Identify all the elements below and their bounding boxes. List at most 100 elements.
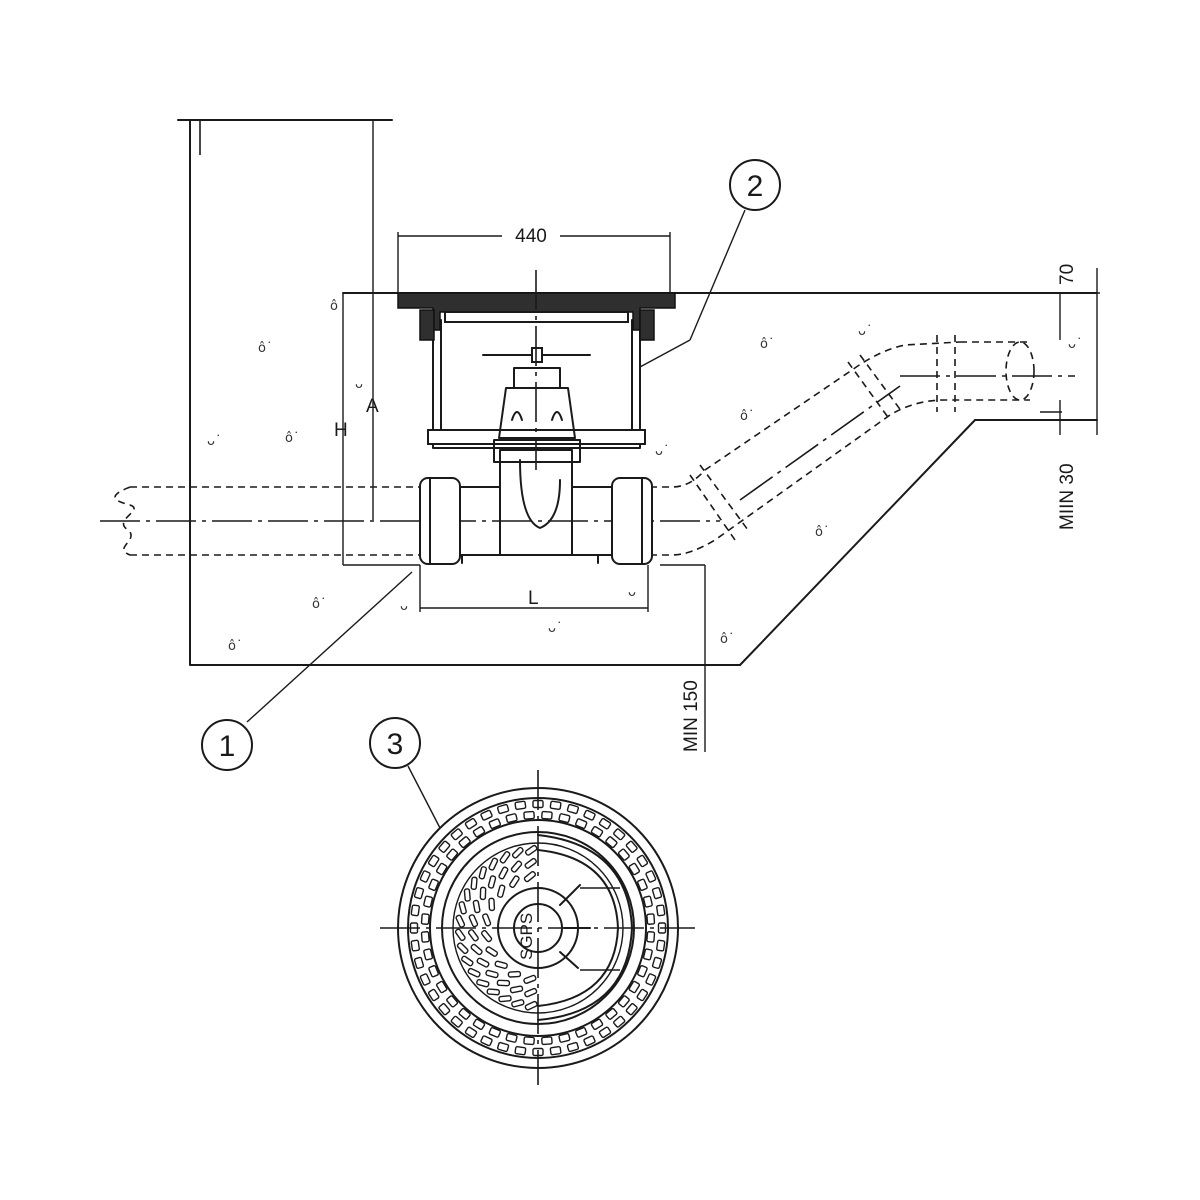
cover-outer-pattern [409,799,667,1057]
cover-slot [463,888,471,902]
cover-slot [486,988,501,996]
cover-grip-cell [419,870,431,883]
branch-pipe [650,335,1075,556]
svg-text:ô˙: ô˙ [285,431,299,446]
cover-slot [470,943,483,956]
cover-grip-cell [428,965,439,978]
cover-grip-cell [590,1018,604,1031]
cover-slot [467,929,479,942]
dim-l: L [419,565,649,612]
svg-text:ᴗ˙: ᴗ˙ [1068,337,1082,352]
svg-text:ô˙: ô˙ [760,337,774,352]
cover-grip-cell [488,818,501,829]
cover-grip-cell [636,854,649,868]
svg-text:ô˙: ô˙ [740,409,754,424]
cover-grip-cell [541,810,553,820]
cover-grip-cell [605,836,618,849]
cover-grip-cell [505,813,518,824]
cover-grip-cell [472,825,486,838]
cover-grip-cell [583,1035,596,1047]
dim-min-150-label: MIN 150 [681,680,702,752]
cover-grip-cell [642,948,653,961]
cover-grip-cell [496,803,510,815]
cover-grip-cell [646,913,656,925]
cover-grip-cell [438,1003,451,1016]
cover-grip-cell [420,931,430,943]
cover-slot [507,970,522,978]
svg-text:ô˙: ô˙ [720,632,734,647]
svg-text:ô˙: ô˙ [815,525,829,540]
cover-grip-cell [575,818,588,829]
cover-slot [476,978,490,988]
cover-slot [487,875,497,889]
dim-miin-30-label: MIIN 30 [1057,463,1078,530]
cover-grip-cell [549,800,562,810]
callout-2-label: 2 [747,170,764,203]
cover-grip-cell [496,1041,510,1053]
cover-grip-cell [598,817,612,830]
cover-grip-cell [480,1035,493,1047]
cover-grip-cell [549,1046,562,1056]
cover-grip-cell [464,1026,478,1039]
cover-grip-cell [472,1018,486,1031]
cover-grip-cell [410,939,420,952]
callout-3-label: 3 [387,728,404,761]
cover-marking: SGPS [517,913,536,960]
cover-grip-cell [645,870,657,883]
cover-grip-cell [435,862,448,876]
cover-slot [478,866,488,880]
cover-slot [499,851,511,864]
cover-grip-cell [438,840,451,853]
cover-grip-cell [523,810,535,820]
cover-slot [498,995,512,1003]
cover-grip-cell [420,913,430,925]
cover-slot [524,987,538,998]
cover-grip-cell [625,840,638,853]
dim-min-150: MIN 150 [660,564,706,752]
cover-slot [496,884,506,898]
cover-grip-cell [636,988,649,1002]
cover-slot [455,914,466,928]
cover-slot [458,901,467,915]
cover-grip-cell [428,878,439,891]
cover-slot [456,942,469,955]
cover-grip-cell [450,828,463,841]
cover-grip-cell [514,1046,527,1056]
cover-grip-cell [617,995,630,1008]
cover-grip-cell [637,965,648,978]
cover-slot [480,929,493,943]
cover-grip-cell [541,1036,553,1046]
cover-grip-cell [605,1007,618,1020]
cover-grip-cell [558,813,571,824]
svg-text:ô: ô [330,299,338,314]
cover-grip-cell [480,809,493,821]
cover-grip-cell [651,886,663,900]
cover-slot [472,899,481,914]
dim-l-label: L [528,588,539,609]
svg-text:ᴗ˙: ᴗ˙ [858,324,872,339]
dim-70-label: 70 [1057,264,1078,285]
valve-box [397,270,676,470]
cover-grip-cell [646,931,656,943]
cover-grip-cell [410,904,420,917]
cover-grip-cell [523,1036,535,1046]
cover-grip-cell [613,1015,626,1028]
dim-440-label: 440 [515,226,547,247]
cover-grip-cell [566,803,580,815]
cover-inner-pattern [454,844,538,1011]
cover-slot [476,957,490,968]
cover-grip-cell [583,809,596,821]
cover-slot [485,946,499,957]
cover-grip-cell [651,956,663,970]
cover-slot [510,860,523,873]
cover-grip-cell [413,886,425,900]
cover-grip-cell [446,995,459,1008]
cover-grip-cell [642,895,653,908]
cover-slot [523,870,537,883]
cover-grip-cell [423,948,434,961]
concrete-stipple: ô ô˙ ᴗ˙ ô˙ ᴗ ô˙ ô˙ ᴗ ᴗ˙ ᴗ ᴗ˙ ô˙ ô˙ ᴗ˙ ô˙… [207,299,1082,654]
concrete-body [177,119,1098,666]
cover-slot [511,846,524,859]
cover-grip-cell [488,1027,501,1038]
